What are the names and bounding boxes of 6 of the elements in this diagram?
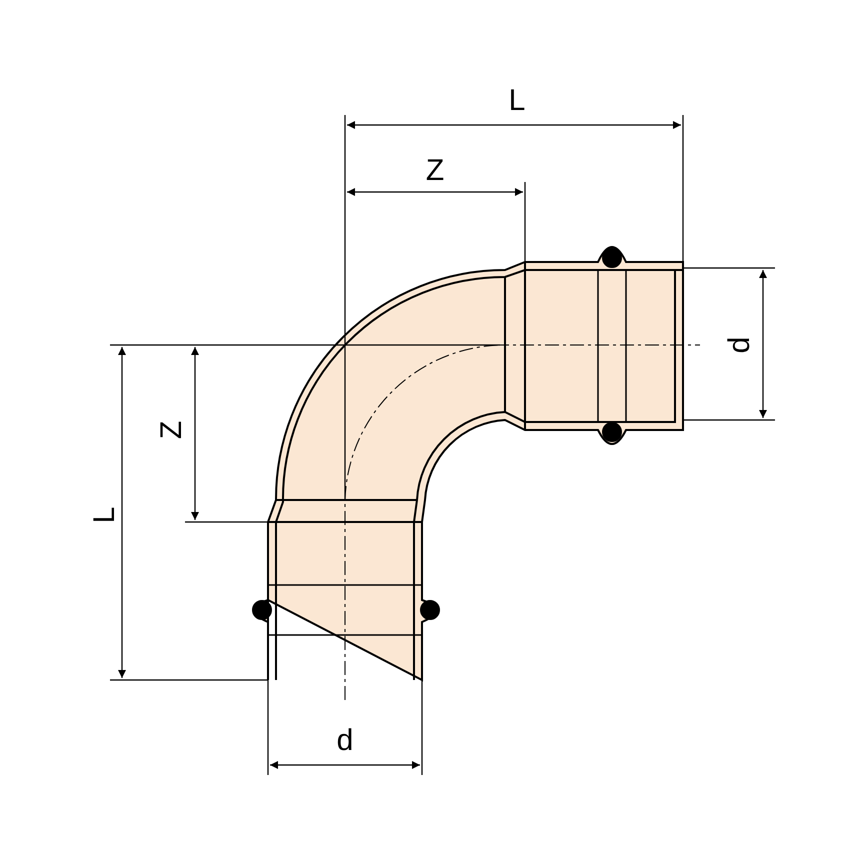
dimension-label: L	[90, 506, 120, 526]
dimension-label: d	[725, 336, 755, 356]
dimension-label: L	[508, 86, 526, 116]
dimension-label: Z	[424, 156, 446, 186]
dimension-label: Z	[157, 420, 187, 442]
dimension-label: d	[336, 726, 354, 756]
